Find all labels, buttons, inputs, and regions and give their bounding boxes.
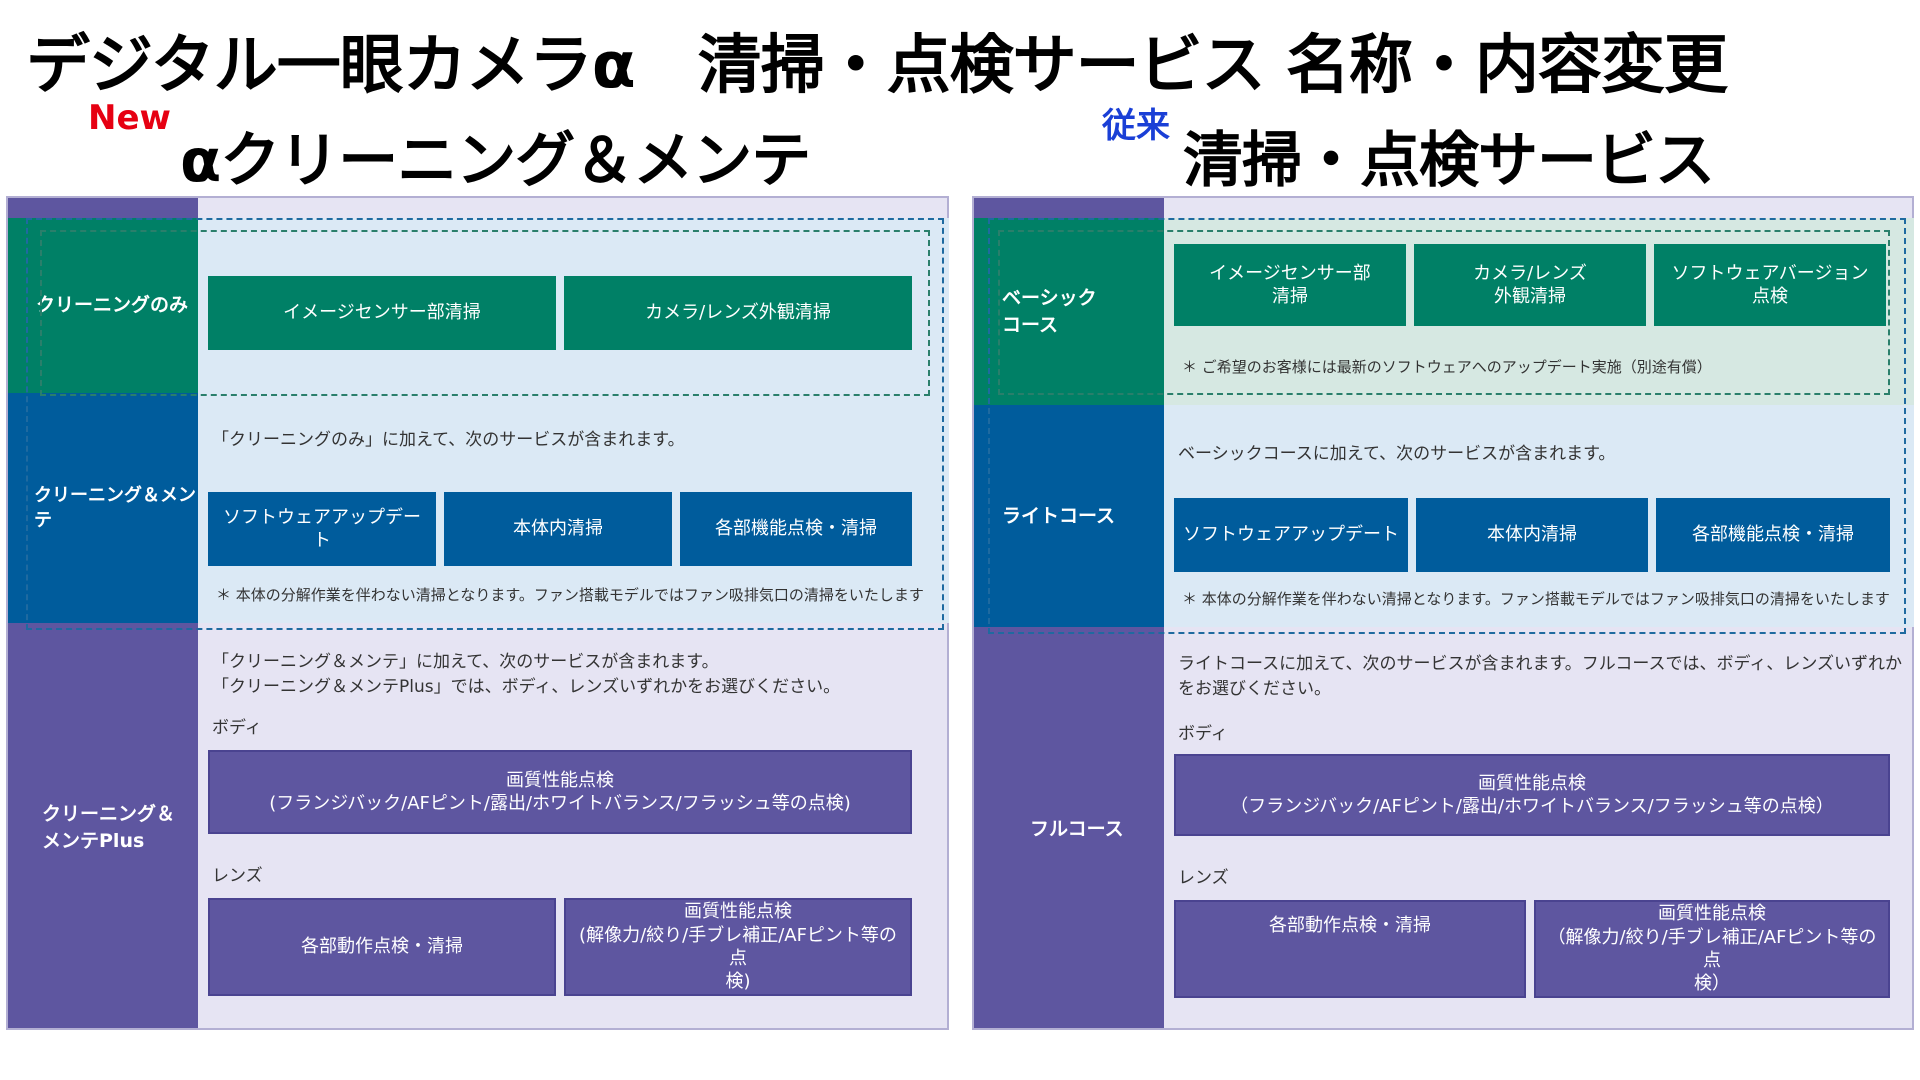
page-title: デジタル一眼カメラα 清掃・点検サービス 名称・内容変更 (26, 29, 1728, 103)
basic-exterior-box: カメラ/レンズ 外観清掃 (1414, 244, 1646, 326)
cleaning-plus-label: クリーニング＆ メンテPlus (8, 623, 198, 1032)
basic-image-sensor-box: イメージセンサー部 清掃 (1174, 244, 1406, 326)
new-tag: New (88, 98, 171, 138)
body-image-quality-box: 画質性能点検 (フランジバック/AFピント/露出/ホワイトバランス/フラッシュ等… (208, 750, 912, 834)
cleaning-plus-intro: 「クリーニング＆メンテ」に加えて、次のサービスが含まれます。 「クリーニング＆メ… (212, 650, 840, 699)
old-tag: 従来 (1102, 106, 1170, 146)
full-intro: ライトコースに加えて、次のサービスが含まれます。フルコースでは、ボディ、レンズい… (1178, 652, 1902, 701)
lens-label: レンズ (212, 866, 263, 886)
image-sensor-cleaning-box: イメージセンサー部清掃 (208, 276, 556, 350)
basic-item3-line2: 点検 (1752, 286, 1788, 307)
cleaning-plus-label-line2: メンテPlus (42, 829, 145, 852)
light-function-check-box: 各部機能点検・清掃 (1656, 498, 1890, 572)
basic-label-line1: ベーシック (1002, 286, 1097, 309)
cleaning-maint-intro: 「クリーニングのみ」に加えて、次のサービスが含まれます。 (212, 430, 685, 450)
full-lens-label: レンズ (1178, 868, 1229, 888)
full-course-label: フルコース (1030, 818, 1124, 841)
full-intro-line2: をお選びください。 (1178, 678, 1331, 699)
full-intro-line1: ライトコースに加えて、次のサービスが含まれます。フルコースでは、ボディ、レンズい… (1178, 654, 1903, 674)
lens-operation-check-box: 各部動作点検・清掃 (208, 898, 556, 996)
basic-course-label: ベーシック コース (974, 218, 1164, 405)
light-software-update-box: ソフトウェアアップデート (1174, 498, 1408, 572)
full-body-item-line2: （フランジバック/AFピント/露出/ホワイトバランス/フラッシュ等の点検） (1230, 796, 1834, 817)
lens-item2-line1: 画質性能点検 (684, 901, 792, 923)
body-item-line2: (フランジバック/AFピント/露出/ホワイトバランス/フラッシュ等の点検) (269, 793, 851, 814)
old-service-title: 清掃・点検サービス (1183, 126, 1715, 196)
basic-note: ＊ ご希望のお客様には最新のソフトウェアへのアップデート実施（別途有償） (1182, 358, 1712, 376)
exterior-cleaning-box: カメラ/レンズ外観清掃 (564, 276, 912, 350)
cleaning-only-label: クリーニングのみ (8, 218, 198, 393)
full-body-label: ボディ (1178, 724, 1228, 744)
full-body-item-line1: 画質性能点検 (1478, 772, 1586, 794)
function-check-box: 各部機能点検・清掃 (680, 492, 912, 566)
light-note: ＊ 本体の分解作業を伴わない清掃となります。ファン搭載モデルではファン吸排気口の… (1182, 590, 1890, 608)
full-lens-item2-line1: 画質性能点検 (1658, 903, 1766, 925)
lens-item2-line3: 検) (725, 971, 751, 993)
full-body-image-quality-box: 画質性能点検 （フランジバック/AFピント/露出/ホワイトバランス/フラッシュ等… (1174, 754, 1890, 836)
cleaning-plus-intro-line2: 「クリーニング＆メンテPlus」では、ボディ、レンズいずれかをお選びください。 (212, 676, 841, 697)
body-label: ボディ (212, 718, 262, 738)
internal-cleaning-box: 本体内清掃 (444, 492, 672, 566)
light-course-label: ライトコース (974, 405, 1164, 627)
light-intro: ベーシックコースに加えて、次のサービスが含まれます。 (1178, 444, 1616, 464)
body-item-line1: 画質性能点検 (506, 769, 614, 791)
basic-software-check-box: ソフトウェアバージョン 点検 (1654, 244, 1886, 326)
new-service-panel: クリーニングのみ イメージセンサー部清掃 カメラ/レンズ外観清掃 クリーニング＆… (6, 196, 949, 1030)
new-service-title: αクリーニング＆メンテ (180, 126, 811, 196)
full-lens-item2-line2: （解像力/絞り/手ブレ補正/AFピント等の点 (1547, 926, 1877, 971)
cleaning-plus-intro-line1: 「クリーニング＆メンテ」に加えて、次のサービスが含まれます。 (212, 652, 719, 672)
cleaning-plus-label-line1: クリーニング＆ (42, 802, 176, 825)
cleaning-maint-note: ＊ 本体の分解作業を伴わない清掃となります。ファン搭載モデルではファン吸排気口の… (216, 586, 924, 604)
lens-item2-line2: (解像力/絞り/手ブレ補正/AFピント等の点 (579, 924, 897, 969)
full-lens-item2-line3: 検） (1694, 973, 1730, 995)
cleaning-maint-label: クリーニング＆メンテ (8, 393, 198, 623)
basic-item3-line1: ソフトウェアバージョン (1671, 262, 1869, 284)
full-lens-operation-check-box: 各部動作点検・清掃 (1174, 900, 1526, 998)
basic-label-line2: コース (1002, 313, 1059, 336)
basic-item1-line2: 清掃 (1272, 286, 1308, 307)
basic-item1-line1: イメージセンサー部 (1209, 262, 1371, 284)
full-lens-image-quality-box: 画質性能点検 （解像力/絞り/手ブレ補正/AFピント等の点 検） (1534, 900, 1890, 998)
lens-image-quality-box: 画質性能点検 (解像力/絞り/手ブレ補正/AFピント等の点 検) (564, 898, 912, 996)
basic-item2-line2: 外観清掃 (1494, 286, 1566, 307)
basic-item2-line1: カメラ/レンズ (1473, 262, 1587, 284)
software-update-box: ソフトウェアアップデート (208, 492, 436, 566)
light-internal-cleaning-box: 本体内清掃 (1416, 498, 1648, 572)
old-service-panel: ベーシック コース イメージセンサー部 清掃 カメラ/レンズ 外観清掃 ソフトウ… (972, 196, 1914, 1030)
